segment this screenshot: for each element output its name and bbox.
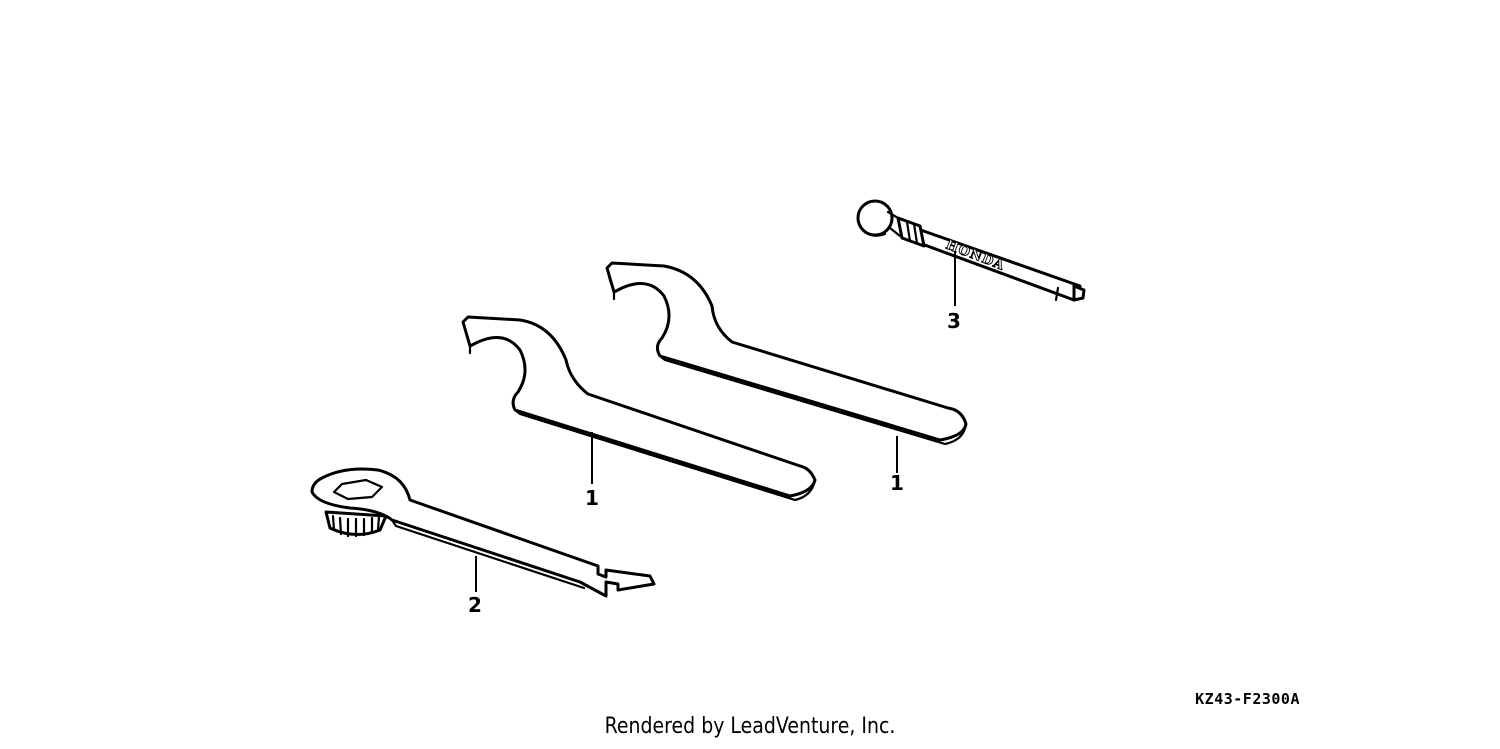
callout-label: 1 [890,471,904,495]
footer-credit: Rendered by LeadVenture, Inc. [604,714,896,739]
callout-label: 1 [585,486,599,510]
spanner-wrench-right [605,261,968,446]
spanner-wrench-left [461,315,817,502]
spark-plug-wrench [310,467,656,598]
callout-label: 3 [947,309,961,333]
figure-code: KZ43-F2300A [1195,690,1300,708]
callout-label: 2 [468,593,482,617]
tire-pressure-gauge: HONDA [856,199,1086,302]
